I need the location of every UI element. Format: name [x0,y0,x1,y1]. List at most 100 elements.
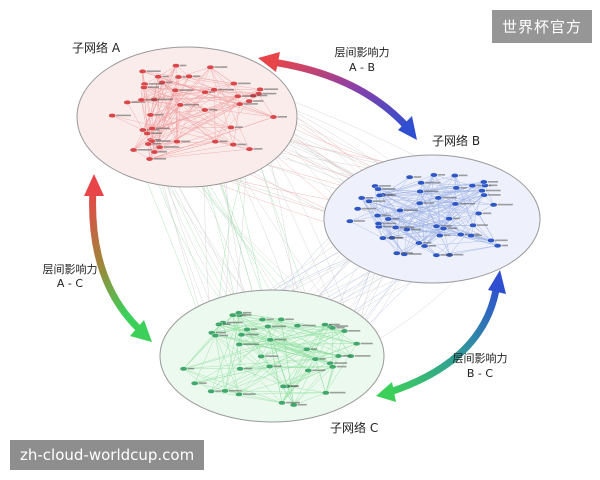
network-node [321,390,330,396]
intra-edge [183,368,212,392]
node-label-mark [342,355,351,357]
watermark-bottom: zh-cloud-worldcup.com [10,440,205,470]
network-node [145,156,154,162]
intra-edge [241,334,307,350]
node-label-mark [404,209,419,211]
subnetwork-c [159,289,385,423]
intra-edge [151,67,211,129]
network-node [266,337,275,343]
intra-edge [224,366,270,392]
node-label-mark [253,148,263,150]
node-label-mark [336,326,345,329]
intra-edge [210,67,238,97]
network-node [235,391,243,397]
node-label-mark [245,333,259,336]
node-label-mark [153,158,166,160]
node-label-mark [440,225,452,227]
network-node [379,235,387,241]
intra-edge [158,65,177,77]
network-node [137,97,146,103]
intra-edge [404,174,435,255]
intra-edge [149,148,250,160]
intra-edge [194,335,216,384]
subnetwork-b-title: 子网络 B [432,133,480,148]
node-label-mark [154,113,164,116]
intra-edge [388,191,421,220]
intra-edge [325,343,357,393]
intra-edge [286,386,326,394]
intra-edge [224,315,240,391]
network-node [417,180,425,186]
intra-edge [149,141,216,160]
network-node [357,195,366,201]
network-node [245,98,253,104]
network-node [487,238,495,243]
influence-arrow-ac [84,174,152,342]
network-node [211,333,220,338]
node-label-mark [148,83,164,85]
intra-edge [238,312,271,340]
node-label-mark [193,75,201,77]
intra-edge [238,349,307,395]
intra-edge [382,194,456,205]
intra-edge [215,335,339,357]
node-label-mark [437,174,445,176]
intra-edge [232,315,242,335]
network-node [245,146,254,152]
node-label-mark [319,358,326,360]
node-label-mark [151,132,162,134]
node-label-mark [266,318,274,321]
network-node [171,87,180,93]
network-node [279,383,288,389]
node-label-mark [243,393,256,395]
network-node [277,317,286,322]
intra-edge [286,326,331,387]
node-label-mark [251,328,258,331]
network-node [123,100,132,105]
node-label-mark [222,323,231,325]
intra-edge [438,185,485,199]
intra-edge [210,67,234,84]
network-node [140,85,148,90]
intra-edge [143,87,259,95]
node-label-mark [274,338,287,341]
intra-edge [240,368,288,387]
node-label-mark [179,89,194,91]
node-label-mark [286,401,300,404]
node-label-mark [382,225,395,228]
network-node [155,144,164,150]
node-label-mark [379,185,391,187]
network-node [445,216,453,222]
intra-edge [420,191,479,214]
intra-edge [283,324,326,387]
subnetwork-b [323,154,541,284]
node-label-mark [287,385,298,387]
network-node [452,185,461,191]
network-node [237,332,246,338]
network-node [108,113,116,119]
intra-edge [194,325,298,384]
intra-edge [211,332,288,387]
intra-edge [144,83,216,142]
node-label-mark [297,403,307,406]
node-label-mark [156,127,170,130]
node-label-mark [148,86,159,88]
intra-edge [194,349,307,384]
node-label-mark [301,324,316,327]
intra-edge [361,197,384,239]
intra-edge [189,76,234,84]
network-node [430,172,438,178]
node-label-mark [229,389,242,392]
network-node [185,74,193,79]
node-label-mark [215,390,226,392]
node-label-mark [214,66,228,68]
intra-edge [238,366,333,395]
node-label-mark [424,190,439,193]
intra-edge [148,89,215,145]
node-label-mark [475,234,483,237]
intra-edge [280,319,294,405]
node-label-mark [146,70,161,72]
node-label-mark [285,318,294,321]
node-label-mark [273,365,282,367]
network-node [256,87,264,92]
